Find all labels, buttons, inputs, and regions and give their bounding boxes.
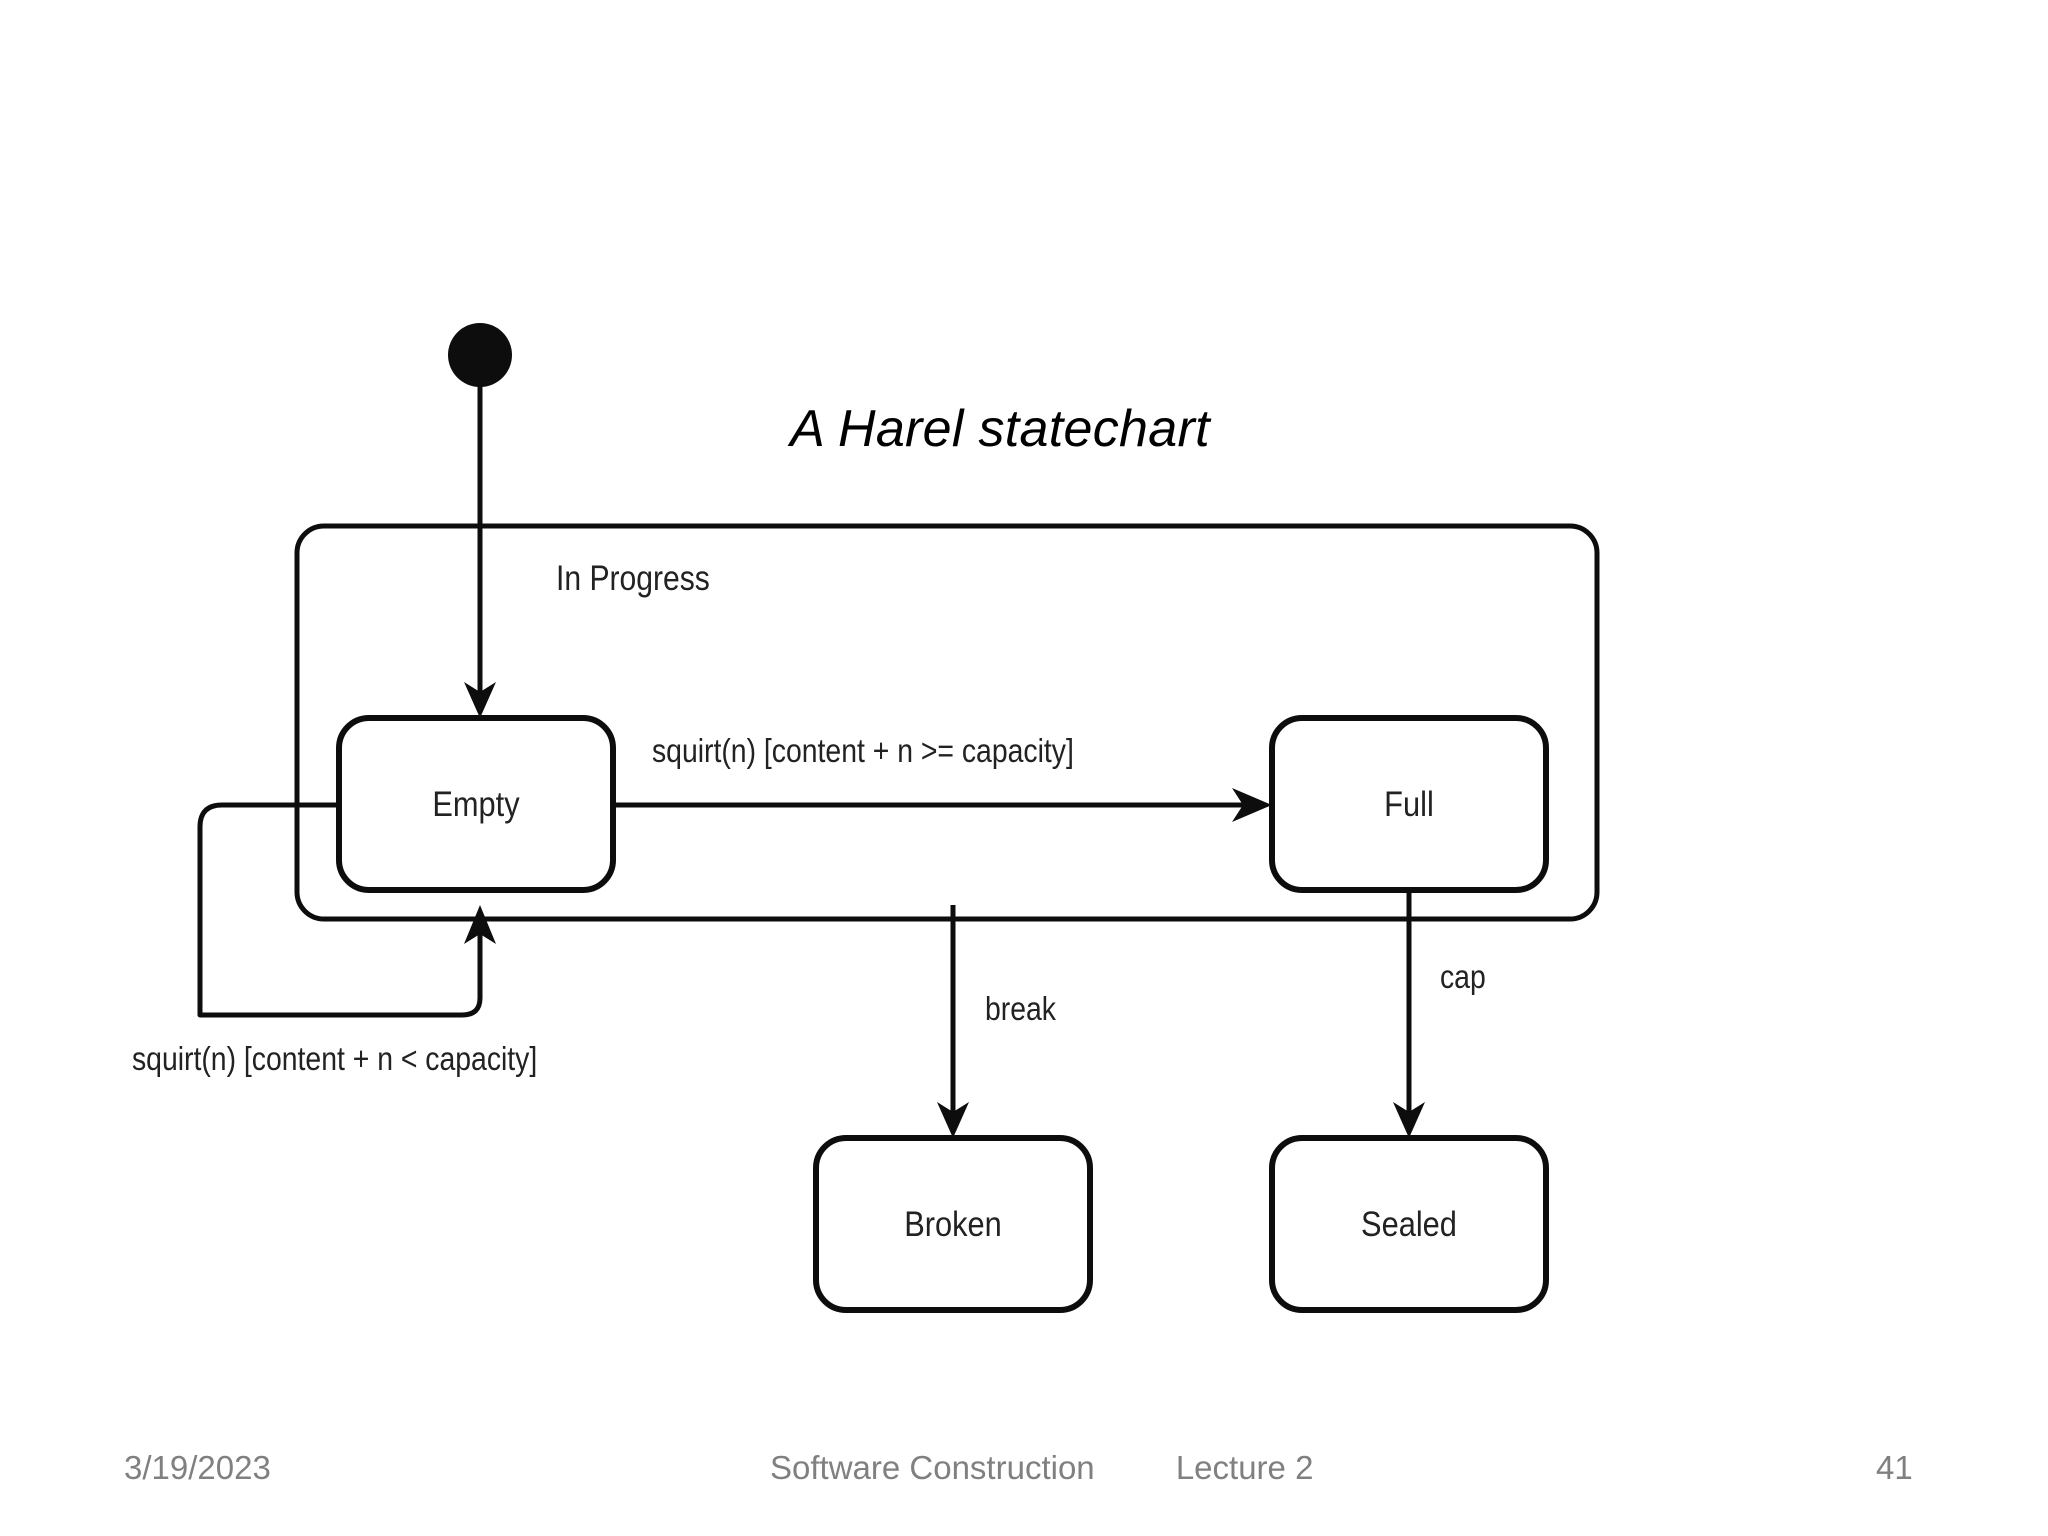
state-full-label: Full: [1384, 784, 1434, 823]
arrowhead-empty-self-loop: [464, 905, 496, 944]
arrowhead-empty-to-full: [1232, 788, 1272, 822]
footer-center-group: Software Construction Lecture 2: [770, 1448, 1313, 1488]
state-empty-label: Empty: [432, 784, 520, 823]
arrowhead-inprogress-to-broken: [937, 1102, 969, 1138]
initial-state-dot[interactable]: [448, 323, 512, 387]
state-broken[interactable]: [813, 1135, 1093, 1313]
statechart-svg: In Progress Empty Full squirt(n) [conten…: [132, 323, 1600, 1313]
arrowhead-init-to-empty: [464, 682, 496, 718]
footer-course-name: Software Construction: [770, 1449, 1095, 1486]
arrowhead-full-to-sealed: [1393, 1102, 1425, 1138]
footer-page-number: 41: [1876, 1449, 1913, 1486]
slide-footer: 3/19/2023 Software Construction Lecture …: [0, 1448, 2048, 1508]
state-sealed-label: Sealed: [1361, 1204, 1457, 1243]
page-title: A Harel statechart: [0, 398, 2048, 460]
composite-state-label: In Progress: [556, 558, 710, 598]
statechart-diagram: In Progress Empty Full squirt(n) [conten…: [132, 323, 1600, 1313]
state-broken-label: Broken: [904, 1204, 1002, 1243]
page-title-text: A Harel statechart: [790, 400, 1210, 458]
footer-lecture-name: Lecture 2: [1175, 1449, 1314, 1486]
transition-label-empty-self-loop: squirt(n) [content + n < capacity]: [132, 1040, 537, 1078]
footer-date: 3/19/2023: [124, 1449, 271, 1486]
transition-label-empty-to-full: squirt(n) [content + n >= capacity]: [652, 732, 1074, 770]
transition-label-break: break: [985, 990, 1057, 1028]
transition-label-cap: cap: [1440, 958, 1486, 996]
transition-path-empty-self-loop: [197, 802, 483, 1018]
state-sealed[interactable]: [1269, 1135, 1549, 1313]
composite-state-in-progress[interactable]: [294, 523, 1600, 922]
